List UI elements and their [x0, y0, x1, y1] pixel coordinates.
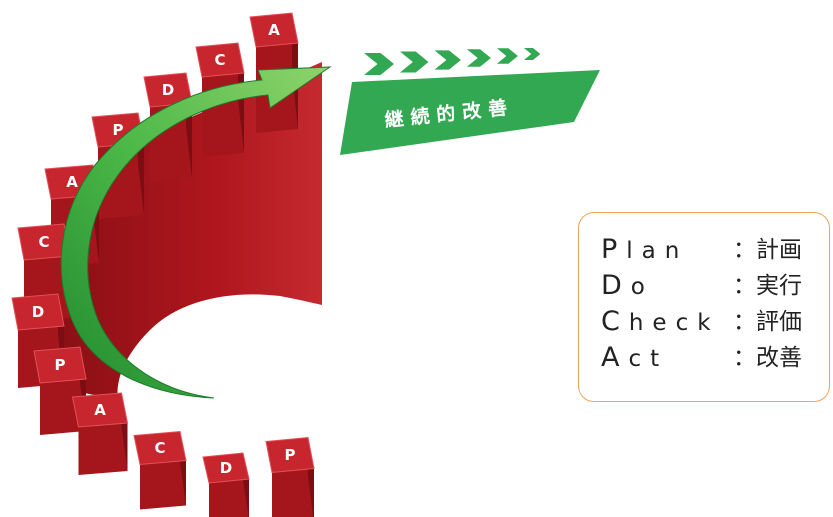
legend-meaning: ：改善 [733, 343, 802, 373]
step-label: A [66, 173, 78, 191]
legend-term-rest: lan [626, 238, 688, 264]
legend-term-initial: C [601, 306, 629, 337]
spiral-step: P [266, 438, 314, 517]
step-front-face [140, 461, 186, 510]
step-front-face [272, 469, 314, 517]
legend-term-rest: o [631, 274, 654, 300]
chevron-arrow-icon [497, 48, 518, 63]
legend-meaning: ：実行 [733, 271, 802, 301]
legend-term: Check [601, 307, 720, 338]
legend-term-rest: ct [628, 346, 668, 372]
legend-row: Check ：評価 [601, 307, 831, 337]
chevron-arrow-icon [400, 52, 429, 73]
legend-term-initial: A [601, 342, 628, 373]
step-label: A [268, 21, 280, 39]
step-label: C [38, 233, 49, 251]
step-label: C [214, 51, 225, 69]
step-label: A [94, 401, 106, 419]
step-label: P [55, 356, 66, 374]
step-label: P [285, 446, 296, 464]
step-front-face [209, 479, 249, 517]
step-label: D [32, 303, 44, 321]
legend-row: Plan ：計画 [601, 235, 831, 265]
legend-meaning: ：評価 [733, 307, 802, 337]
legend-term: Do [601, 271, 654, 302]
legend-term: Act [601, 343, 668, 374]
legend-row: Act ：改善 [601, 343, 831, 373]
legend-term-initial: P [601, 234, 626, 265]
spiral-step: D [203, 453, 249, 517]
legend-row: Do ：実行 [601, 271, 831, 301]
chevron-arrow-icon [435, 50, 461, 69]
legend-meaning: ：計画 [733, 235, 802, 265]
chevron-arrow-icon [364, 53, 394, 75]
legend-term: Plan [601, 235, 688, 266]
step-label: C [154, 439, 165, 457]
legend-term-rest: heck [629, 310, 720, 336]
chevron-arrow-icon [467, 49, 491, 67]
spiral-step: C [134, 432, 186, 510]
pdca-legend: Plan ：計画 Do ：実行 Check ：評価 Act ：改善 [578, 212, 830, 402]
legend-term-initial: D [601, 270, 631, 301]
chevron-arrow-icon [524, 48, 541, 60]
step-label: P [113, 121, 124, 139]
step-front-face [79, 423, 128, 475]
step-label: D [220, 459, 232, 477]
spiral-step: A [73, 393, 128, 475]
step-label: D [162, 81, 174, 99]
